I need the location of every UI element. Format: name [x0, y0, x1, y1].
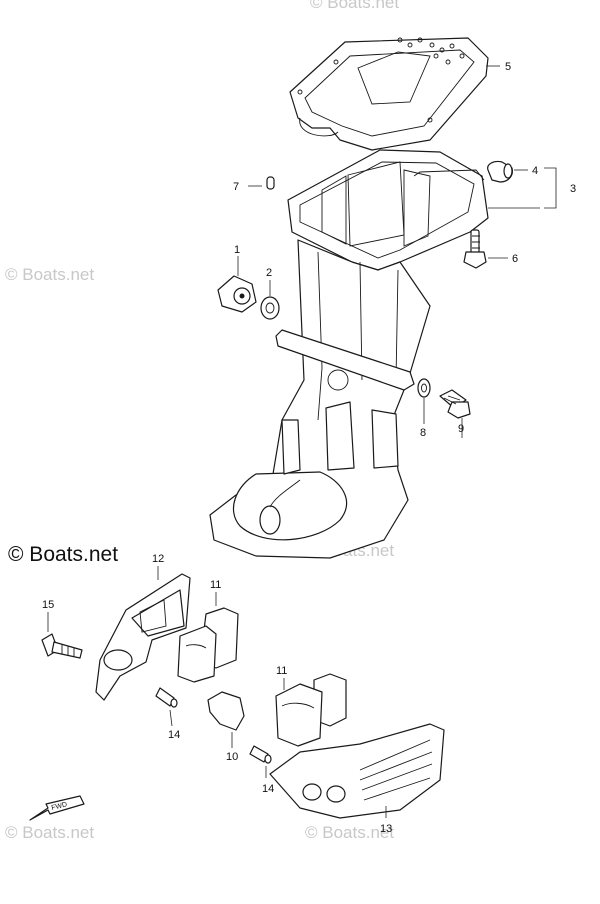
- callout-bracket-3-4: [544, 167, 557, 209]
- callout-labels: 5 4 3 7 6 1 2 8 9 12 11 15 11 14 10 14 1…: [42, 61, 576, 835]
- part-12-bracket[interactable]: [95, 566, 191, 701]
- part-6-bolt[interactable]: [463, 229, 508, 269]
- part-5-gasket[interactable]: [289, 37, 500, 151]
- callout-10: 10: [226, 751, 238, 763]
- part-11-mount-lower[interactable]: [275, 673, 347, 747]
- part-4-plug[interactable]: [487, 160, 528, 183]
- part-7-dowel-pin[interactable]: [248, 176, 275, 190]
- callout-13: 13: [380, 823, 392, 835]
- part-3-drive-shaft-housing[interactable]: [209, 149, 540, 559]
- part-9-bolt[interactable]: [439, 389, 471, 438]
- part-11-mount-upper[interactable]: [177, 592, 239, 683]
- copyright-notice: © Boats.net: [8, 543, 118, 566]
- fwd-label: FWD: [51, 801, 68, 812]
- callout-5: 5: [505, 61, 511, 73]
- callout-7: 7: [233, 181, 239, 193]
- watermark-right-bottom: © Boats.net: [305, 823, 394, 842]
- callout-11-lower: 11: [276, 665, 287, 677]
- callout-11-upper: 11: [210, 579, 221, 591]
- callout-2: 2: [266, 267, 272, 279]
- watermark-left-bottom: © Boats.net: [5, 823, 94, 842]
- fwd-arrow-icon: FWD: [29, 795, 85, 821]
- part-13-lower-cover[interactable]: [269, 723, 445, 819]
- callout-14-right: 14: [262, 783, 274, 795]
- callout-3: 3: [570, 183, 576, 195]
- part-10-stopper[interactable]: [207, 691, 245, 748]
- callout-8: 8: [420, 427, 426, 439]
- callout-9: 9: [458, 423, 464, 435]
- part-8-washer[interactable]: [417, 378, 431, 424]
- gasket-holes: [297, 37, 465, 123]
- part-1-grommet[interactable]: [217, 256, 257, 313]
- part-14-pin-right[interactable]: [249, 745, 272, 778]
- callout-6: 6: [512, 253, 518, 265]
- part-15-bolt[interactable]: [41, 612, 83, 659]
- callout-14-left: 14: [168, 729, 180, 741]
- watermark-top: © Boats.net: [310, 0, 399, 12]
- callout-12: 12: [152, 553, 164, 565]
- callout-15: 15: [42, 599, 54, 611]
- part-14-pin-left[interactable]: [155, 687, 178, 727]
- part-2-washer[interactable]: [260, 280, 280, 320]
- callout-4: 4: [532, 165, 538, 177]
- callout-1: 1: [234, 244, 240, 256]
- watermark-left-upper: © Boats.net: [5, 265, 94, 284]
